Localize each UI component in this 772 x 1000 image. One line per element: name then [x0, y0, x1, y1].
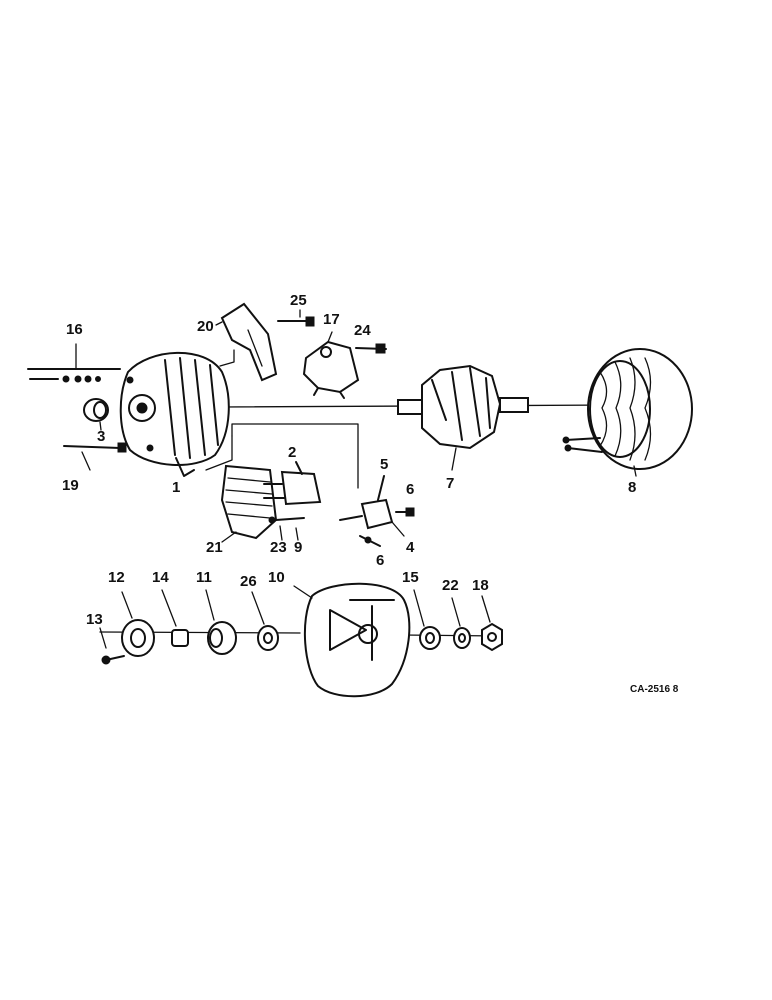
callout-18: 18	[472, 577, 489, 594]
callout-6a: 6	[406, 481, 414, 498]
brush-holder-parts-4-5-6	[339, 475, 415, 547]
callout-22: 22	[442, 577, 459, 594]
callout-7: 7	[446, 475, 454, 492]
drawing-code: CA-2516 8	[630, 684, 679, 695]
callout-6b: 6	[376, 552, 384, 569]
callout-10: 10	[268, 569, 285, 586]
rear-bearing-stack	[99, 589, 279, 665]
heat-sink-part-21	[220, 464, 278, 543]
callout-13: 13	[86, 611, 103, 628]
bearing-part-3	[83, 398, 109, 431]
callout-1: 1	[172, 479, 180, 496]
shaft-nut-stack	[413, 589, 503, 652]
callout-3: 3	[97, 428, 105, 445]
callout-23: 23	[270, 539, 287, 556]
callout-15: 15	[402, 569, 419, 586]
terminal-block-part-2	[263, 461, 322, 506]
callout-8: 8	[628, 479, 636, 496]
callout-16: 16	[66, 321, 83, 338]
callout-17: 17	[323, 311, 340, 328]
rear-housing-part-10	[293, 582, 411, 698]
callout-25: 25	[290, 292, 307, 309]
screw-parts-9-23	[268, 516, 305, 541]
callout-19: 19	[62, 477, 79, 494]
rotor-part-7	[397, 364, 529, 471]
callout-21: 21	[206, 539, 223, 556]
callout-26: 26	[240, 573, 257, 590]
stator-part-8	[562, 348, 693, 477]
callout-4: 4	[406, 539, 415, 556]
callout-9: 9	[294, 539, 302, 556]
bolt-part-25	[277, 309, 315, 327]
regulator-part-17	[302, 331, 360, 399]
bracket-part-20	[215, 302, 278, 382]
screw-set-part-16	[27, 343, 121, 383]
callout-20: 20	[197, 318, 214, 335]
front-housing-part-1	[119, 351, 230, 477]
callout-2: 2	[288, 444, 296, 461]
through-bolt-part-19	[63, 442, 127, 471]
callout-14: 14	[152, 569, 169, 586]
callout-labels: 16 3 19 1 20 25 17 24 7 8 2 21 23 9 5 6 …	[62, 292, 679, 695]
callout-11: 11	[196, 569, 212, 586]
screw-part-24	[355, 343, 387, 354]
callout-12: 12	[108, 569, 125, 586]
callout-5: 5	[380, 456, 388, 473]
callout-24: 24	[354, 322, 371, 339]
